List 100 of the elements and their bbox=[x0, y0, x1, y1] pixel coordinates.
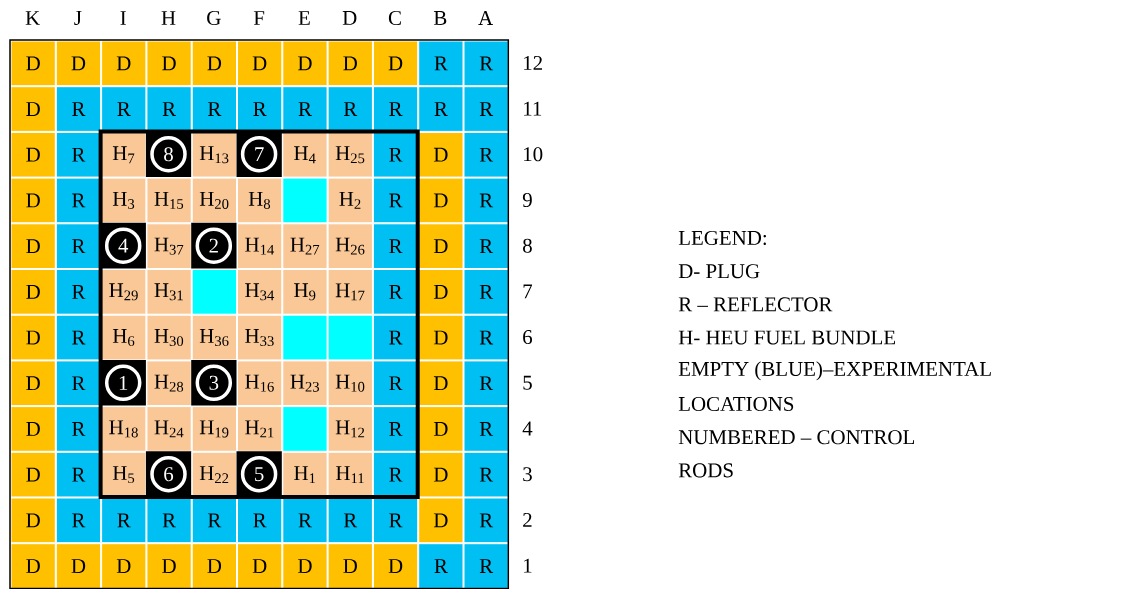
reflector-cell: R bbox=[372, 314, 419, 361]
reflector-cell: R bbox=[55, 451, 102, 498]
plug-cell: D bbox=[418, 314, 464, 361]
plug-cell: D bbox=[10, 131, 56, 178]
reflector-cell: R bbox=[463, 40, 509, 87]
reflector-cell: R bbox=[463, 269, 509, 315]
fuel-cell: H$_{18}$ bbox=[101, 406, 147, 452]
plug-cell: D bbox=[191, 543, 237, 589]
plug-cell: D bbox=[10, 543, 56, 589]
reflector-cell: R bbox=[237, 86, 283, 132]
row-number: 9 bbox=[522, 192, 532, 207]
control-rod: 2 bbox=[191, 222, 237, 269]
fuel-cell: H$_{19}$ bbox=[191, 406, 237, 452]
column-letter: C bbox=[388, 10, 401, 25]
row-number: 1 bbox=[524, 558, 532, 573]
fuel-cell: H$_{14}$ bbox=[237, 223, 283, 269]
legend-text: D- PLUG bbox=[678, 264, 760, 279]
plug-cell: D bbox=[10, 269, 56, 315]
plug-cell: D bbox=[418, 269, 464, 315]
fuel-cell: H$_{1}$ bbox=[282, 451, 328, 498]
reflector-cell: R bbox=[463, 314, 509, 361]
fuel-cell: H$_{25}$ bbox=[327, 131, 373, 178]
node-label: D bbox=[207, 559, 222, 573]
plug-cell: D bbox=[327, 40, 373, 87]
plug-cell: D bbox=[418, 223, 464, 269]
reflector-cell: R bbox=[55, 223, 102, 269]
fuel-cell: H$_{12}$ bbox=[327, 406, 373, 452]
reflector-cell: R bbox=[372, 131, 419, 178]
fuel-cell: H$_{33}$ bbox=[237, 314, 283, 361]
reflector-cell: R bbox=[55, 86, 102, 132]
plug-cell: D bbox=[10, 177, 56, 224]
reflector-cell: R bbox=[55, 314, 102, 361]
reflector-cell: R bbox=[55, 360, 102, 407]
column-letter: G bbox=[207, 10, 221, 25]
node-label: 5 bbox=[255, 467, 264, 482]
fuel-cell: H$_{9}$ bbox=[282, 269, 328, 315]
reflector-cell: R bbox=[372, 406, 419, 452]
reflector-cell: R bbox=[372, 223, 419, 269]
node-label: 1 bbox=[119, 375, 128, 390]
reflector-cell: R bbox=[418, 40, 464, 87]
fuel-cell: H$_{23}$ bbox=[282, 360, 328, 407]
reflector-cell: R bbox=[463, 360, 509, 407]
reflector-cell: R bbox=[101, 497, 147, 544]
column-letter: I bbox=[120, 11, 126, 25]
column-letter: A bbox=[478, 11, 493, 25]
reflector-cell: R bbox=[463, 543, 509, 589]
fuel-cell: H$_{21}$ bbox=[237, 406, 283, 452]
fuel-cell: H$_{28}$ bbox=[146, 360, 192, 407]
node-label: D bbox=[343, 559, 357, 573]
control-rod: 8 bbox=[145, 131, 192, 178]
legend-text: LOCATIONS bbox=[678, 396, 794, 411]
reflector-cell: R bbox=[327, 86, 373, 132]
reflector-cell: R bbox=[463, 223, 509, 269]
reflector-cell: R bbox=[55, 406, 102, 452]
reflector-cell: R bbox=[282, 86, 328, 132]
reflector-cell: R bbox=[146, 497, 192, 544]
fuel-cell: H$_{31}$ bbox=[146, 269, 192, 315]
reflector-cell: R bbox=[463, 451, 509, 498]
plug-cell: D bbox=[101, 40, 147, 87]
reflector-cell: R bbox=[372, 451, 419, 498]
row-number: 5 bbox=[523, 375, 532, 390]
fuel-cell: H$_{37}$ bbox=[146, 223, 192, 269]
plug-cell: D bbox=[282, 543, 328, 589]
plug-cell: D bbox=[418, 177, 464, 224]
plug-cell: D bbox=[10, 451, 56, 498]
node-label: D bbox=[116, 559, 131, 573]
node-label: D bbox=[388, 559, 403, 573]
plug-cell: D bbox=[282, 40, 328, 87]
plug-cell: D bbox=[418, 497, 464, 544]
node-label: 6 bbox=[164, 467, 174, 482]
row-number: 3 bbox=[523, 467, 532, 482]
reflector-cell: R bbox=[191, 86, 237, 132]
reflector-cell: R bbox=[55, 269, 102, 315]
column-letter: J bbox=[74, 11, 82, 25]
plug-cell: D bbox=[372, 40, 419, 87]
reflector-cell: R bbox=[101, 86, 147, 132]
legend-text: LEGEND: bbox=[678, 230, 766, 246]
fuel-cell: H$_{3}$ bbox=[101, 177, 147, 224]
fuel-cell: H$_{8}$ bbox=[237, 177, 283, 224]
fuel-cell: H$_{4}$ bbox=[282, 131, 328, 178]
row-number: 12 bbox=[524, 55, 542, 70]
column-letter: H bbox=[161, 11, 176, 25]
fuel-cell: H$_{34}$ bbox=[237, 269, 283, 315]
row-number: 7 bbox=[523, 284, 533, 299]
reflector-cell: R bbox=[372, 269, 419, 315]
fuel-cell: H$_{13}$ bbox=[191, 131, 237, 178]
control-rod: 3 bbox=[191, 359, 237, 406]
reflector-cell: R bbox=[418, 86, 464, 132]
fuel-cell: H$_{10}$ bbox=[327, 360, 373, 407]
fuel-cell: H$_{20}$ bbox=[191, 177, 237, 224]
row-number: 4 bbox=[522, 421, 533, 436]
reflector-cell: R bbox=[463, 497, 509, 544]
plug-cell: D bbox=[418, 451, 464, 498]
reflector-cell: R bbox=[372, 177, 419, 224]
reflector-cell: R bbox=[418, 543, 464, 589]
reflector-cell: R bbox=[237, 497, 283, 544]
reflector-cell: R bbox=[327, 497, 373, 544]
plug-cell: D bbox=[237, 543, 283, 589]
plug-cell: D bbox=[101, 543, 147, 589]
plug-cell: D bbox=[418, 131, 464, 178]
